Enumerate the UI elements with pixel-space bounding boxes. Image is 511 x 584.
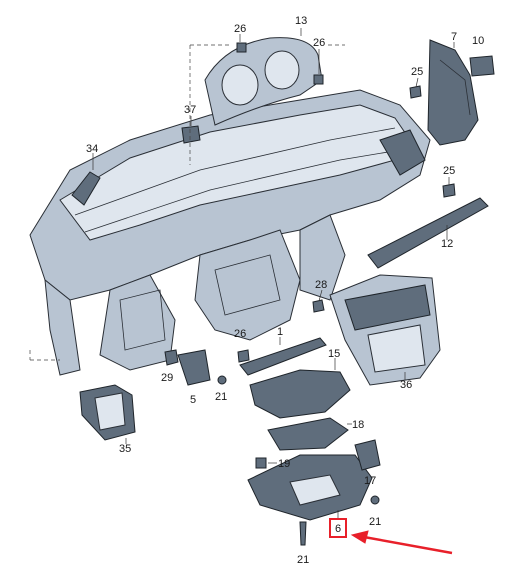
air-vent-left: [71, 171, 101, 206]
bracket-5: [177, 349, 211, 386]
red-arrow-head: [350, 530, 369, 544]
highlight-callout: 6: [329, 518, 453, 555]
instrument-cluster-trim: [204, 37, 324, 126]
label-13: 13: [295, 15, 307, 27]
label-26-top-right: 26: [313, 37, 325, 49]
label-36: 36: [400, 379, 412, 391]
label-17: 17: [364, 475, 376, 487]
clip-26-lower: [237, 349, 250, 363]
trim-strip-1: [239, 337, 327, 376]
part-17: [354, 439, 381, 471]
label-5: 5: [190, 394, 196, 406]
label-6: 6: [335, 523, 341, 535]
label-35: 35: [119, 443, 131, 455]
label-26-lower: 26: [234, 328, 246, 340]
column-cover-15: [249, 369, 351, 419]
label-26-top-left: 26: [234, 23, 246, 35]
air-vent-35: [79, 384, 136, 441]
label-25-top: 25: [411, 66, 423, 78]
cover-18: [267, 417, 349, 451]
label-18: 18: [352, 419, 364, 431]
label-1: 1: [277, 326, 283, 338]
label-21-left: 21: [215, 391, 227, 403]
switch-37: [181, 125, 201, 144]
callout-labels: 13 26 26 7 10 25 37 34 25 12 28 1 26 15 …: [86, 15, 484, 566]
label-34: 34: [86, 143, 98, 155]
label-21-bottom: 21: [297, 554, 309, 566]
label-29: 29: [161, 372, 173, 384]
dashboard-panel: [29, 89, 431, 376]
decor-trim-strip: [367, 183, 489, 269]
lower-panel-6: [247, 454, 373, 521]
screw-21-bottom: [299, 521, 307, 546]
label-19: 19: [278, 458, 290, 470]
red-arrow: [363, 535, 453, 555]
side-trim-panel: [409, 39, 495, 146]
label-28: 28: [315, 279, 327, 291]
part-29: [164, 349, 179, 366]
label-15: 15: [328, 348, 340, 360]
label-7: 7: [451, 31, 457, 43]
label-37: 37: [184, 104, 196, 116]
label-12: 12: [441, 238, 453, 250]
label-25-right: 25: [443, 165, 455, 177]
label-10: 10: [472, 35, 484, 47]
label-21-right: 21: [369, 516, 381, 528]
screw-21-right: [370, 495, 380, 505]
highlight-box: [329, 518, 347, 538]
clip-19: [255, 457, 267, 469]
screw-21-left: [217, 375, 227, 385]
center-bezel: [312, 274, 441, 386]
